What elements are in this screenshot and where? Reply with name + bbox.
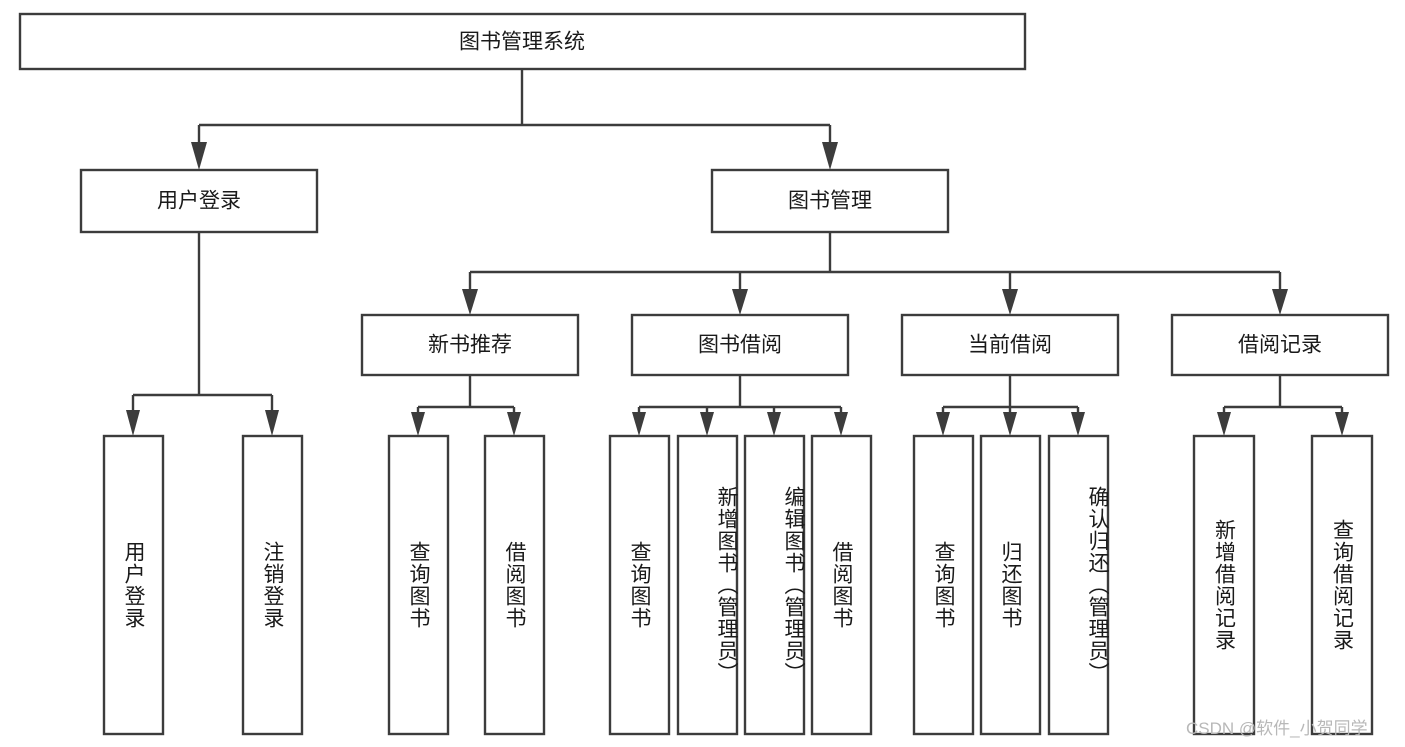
leaf-box-query-book-1[interactable] [387,434,450,736]
node-user-login-label: 用户登录 [157,190,241,213]
leaf-box-user-logout[interactable] [241,434,304,736]
leaf-box-edit-book[interactable] [743,434,806,736]
node-user-login[interactable]: 用户登录 [79,168,319,234]
leaf-box-confirm-return[interactable] [1047,434,1110,736]
arrow-head-leaf-add-book [700,412,714,436]
connector-group-root [191,69,838,170]
arrow-head-book-manage [822,142,838,170]
leaf-box-query-book-3[interactable] [912,434,975,736]
arrow-head-leaf-user-login [126,410,140,436]
node-book-manage-box[interactable] [710,168,950,234]
leaf-box-query-record[interactable] [1310,434,1374,736]
arrow-head-leaf-edit-book [767,412,781,436]
arrow-head-leaf-query-book-2 [632,412,646,436]
connector-group-current-borrow [936,375,1085,436]
node-book-borrow-label: 图书借阅 [698,334,782,357]
node-root[interactable]: 图书管理系统 [18,12,1027,71]
leaf-box-query-book-2[interactable] [608,434,671,736]
node-root-box[interactable] [18,12,1027,71]
arrow-head-leaf-user-logout [265,410,279,436]
node-book-borrow-box[interactable] [630,313,850,377]
node-borrow-record[interactable]: 借阅记录 [1170,313,1390,377]
leaf-box-borrow-book-1[interactable] [483,434,546,736]
node-new-book-recommend-label: 新书推荐 [428,334,512,357]
node-book-manage[interactable]: 图书管理 [710,168,950,234]
connector-group-book-borrow [632,375,848,436]
arrow-head-borrow-record [1272,289,1288,315]
leaf-box-add-record[interactable] [1192,434,1256,736]
leaf-box-return-book[interactable] [979,434,1042,736]
csdn-watermark: CSDN @软件_小贺同学 [1186,719,1368,738]
arrow-head-leaf-add-record [1217,412,1231,436]
node-current-borrow-box[interactable] [900,313,1120,377]
connector-group-new-book-recommend [411,375,521,436]
arrow-head-leaf-query-book-1 [411,412,425,436]
arrow-head-leaf-confirm-return [1071,412,1085,436]
node-borrow-record-box[interactable] [1170,313,1390,377]
node-user-login-box[interactable] [79,168,319,234]
node-current-borrow[interactable]: 当前借阅 [900,313,1120,377]
node-new-book-recommend-box[interactable] [360,313,580,377]
connector-group-book-manage [462,232,1288,315]
leaf-boxes [102,434,1374,736]
arrow-head-leaf-borrow-book-2 [834,412,848,436]
node-book-borrow[interactable]: 图书借阅 [630,313,850,377]
connector-group-borrow-record [1217,375,1349,436]
arrow-head-leaf-query-record [1335,412,1349,436]
node-book-manage-label: 图书管理 [788,190,872,213]
leaf-box-user-login[interactable] [102,434,165,736]
node-root-label: 图书管理系统 [459,31,585,54]
arrow-head-user-login [191,142,207,170]
leaf-box-borrow-book-2[interactable] [810,434,873,736]
arrow-head-leaf-query-book-3 [936,412,950,436]
connector-group-user-login [126,232,279,436]
node-borrow-record-label: 借阅记录 [1238,334,1322,357]
arrow-head-current-borrow [1002,289,1018,315]
arrow-head-leaf-borrow-book-1 [507,412,521,436]
node-new-book-recommend[interactable]: 新书推荐 [360,313,580,377]
node-current-borrow-label: 当前借阅 [968,334,1052,357]
arrow-head-new-book-recommend [462,289,478,315]
arrow-head-leaf-return-book [1003,412,1017,436]
arrow-head-book-borrow [732,289,748,315]
leaf-box-add-book[interactable] [676,434,739,736]
